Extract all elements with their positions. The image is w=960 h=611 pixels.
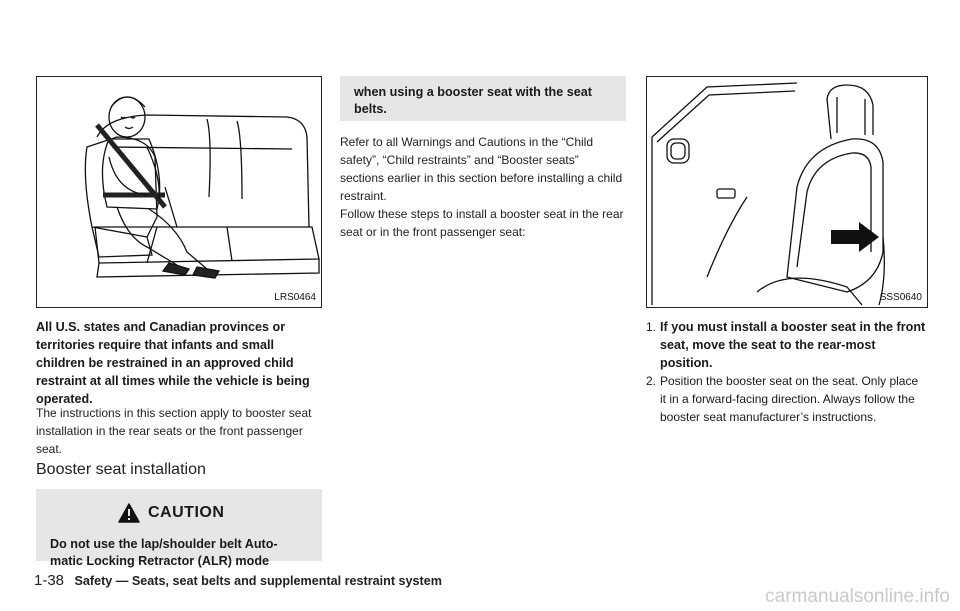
step-text: If you must install a booster seat in th… bbox=[660, 320, 926, 370]
step-number: 1. bbox=[646, 320, 657, 334]
refer-paragraph: Refer to all Warnings and Cautions in th… bbox=[340, 135, 623, 203]
follow-steps-paragraph: Follow these steps to install a booster … bbox=[340, 207, 624, 239]
caution-box-part1: CAUTION Do not use the lap/shoulder belt… bbox=[36, 489, 322, 568]
step-text: Position the booster seat on the seat. O… bbox=[660, 374, 919, 424]
page-footer: 1-38 Safety — Seats, seat belts and supp… bbox=[34, 572, 442, 590]
list-item: 1. If you must install a booster seat in… bbox=[646, 318, 928, 372]
child-in-booster-seat-illustration bbox=[84, 96, 320, 279]
figure-booster-seat-child: LRS0464 bbox=[36, 76, 322, 308]
section-heading: Booster seat installation bbox=[36, 461, 206, 478]
figure-caption: SSS0640 bbox=[879, 292, 922, 303]
list-item: 2. Position the booster seat on the seat… bbox=[646, 372, 928, 444]
instructions-paragraph: The instructions in this section apply t… bbox=[36, 406, 312, 456]
figure-caption: LRS0464 bbox=[274, 292, 316, 303]
figure-front-seat: SSS0640 bbox=[646, 76, 928, 308]
caution-text-part1: Do not use the lap/shoulder belt Auto-ma… bbox=[50, 537, 278, 568]
front-seat-illustration bbox=[651, 82, 885, 306]
watermark: carmanualsonline.info bbox=[765, 586, 950, 607]
step-number: 2. bbox=[646, 374, 657, 388]
caution-box-part2: when using a booster seat with the seat … bbox=[340, 76, 626, 121]
caution-text-part2: when using a booster seat with the seat … bbox=[354, 85, 592, 116]
caution-title: CAUTION bbox=[148, 504, 225, 521]
lead-paragraph: All U.S. states and Canadian provinces o… bbox=[36, 320, 310, 406]
page-number: 1-38 bbox=[34, 572, 65, 589]
footer-title: Safety — Seats, seat belts and supplemen… bbox=[74, 574, 442, 588]
warning-triangle-icon bbox=[118, 503, 140, 523]
